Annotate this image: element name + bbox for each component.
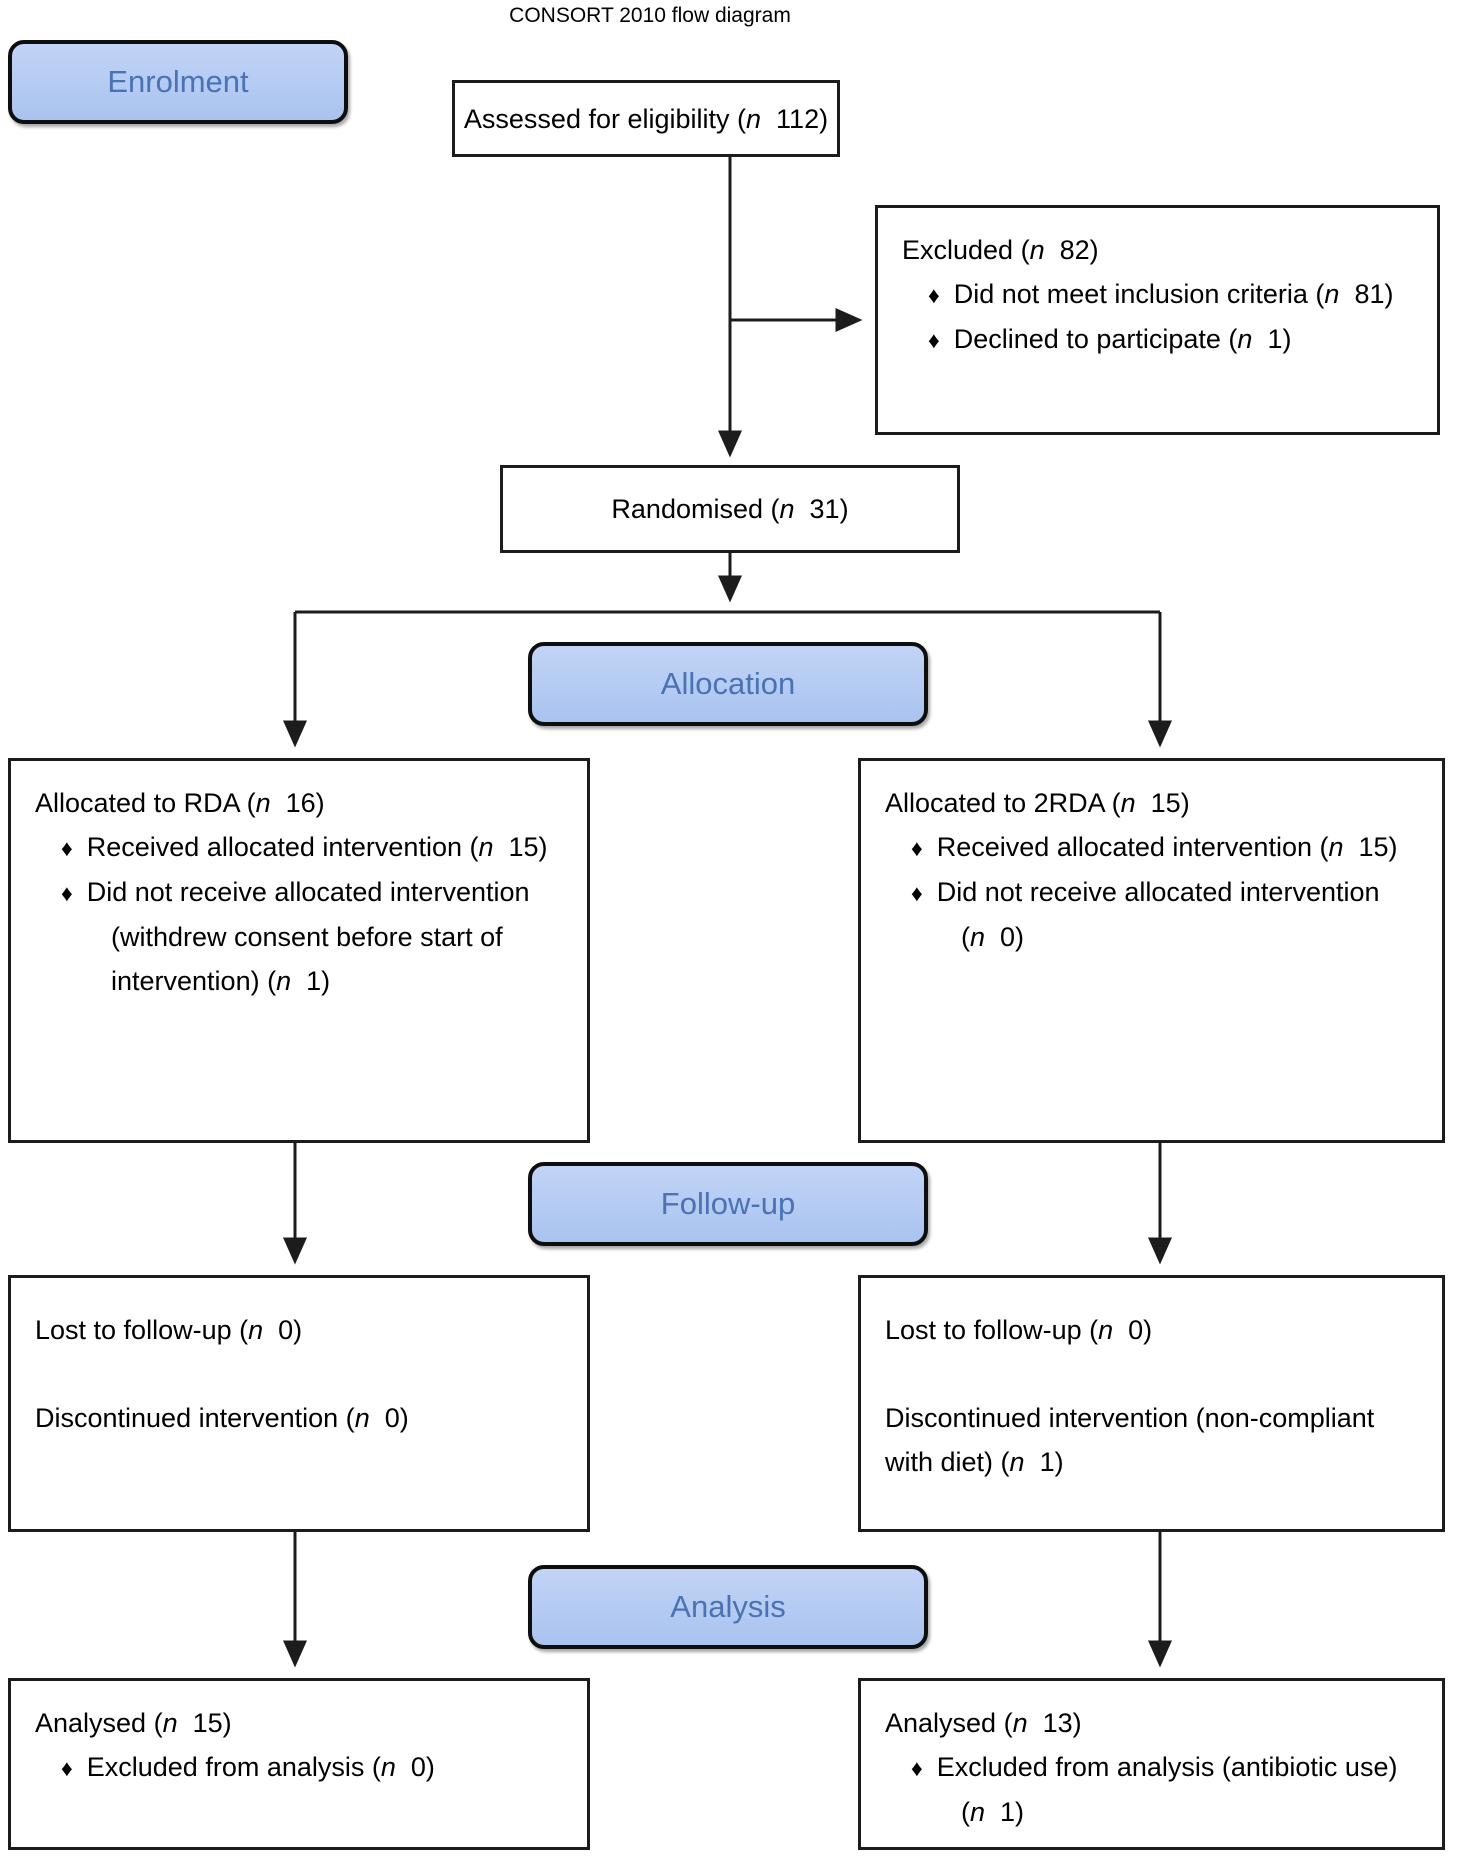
bullet-text: Did not receive allocated intervention (… <box>86 877 530 996</box>
followup-line: Lost to follow-up (n 0) <box>35 1315 303 1345</box>
followup-rda-box: Lost to follow-up (n 0) Discontinued int… <box>8 1275 590 1532</box>
stage-label-text: Allocation <box>660 666 796 701</box>
list-item: ♦ Excluded from analysis (n 0) <box>35 1745 563 1790</box>
bullet-text: Received allocated intervention (n 15) <box>86 832 548 862</box>
analysis-rda-box: Analysed (n 15) ♦ Excluded from analysis … <box>8 1678 590 1850</box>
diamond-bullet-icon: ♦ <box>928 282 940 308</box>
followup-2rda-box: Lost to follow-up (n 0) Discontinued int… <box>858 1275 1445 1532</box>
stage-label-text: Enrolment <box>107 64 249 99</box>
figure-title: CONSORT 2010 flow diagram <box>509 4 791 27</box>
followup-line: Lost to follow-up (n 0) <box>885 1315 1153 1345</box>
allocation-rda-box: Allocated to RDA (n 16) ♦ Received alloca… <box>8 758 590 1143</box>
list-item: ♦ Received allocated intervention (n 15) <box>35 825 563 870</box>
allocation-rda-title: Allocated to RDA (n 16) <box>35 788 325 818</box>
list-item: ♦ Did not receive allocated intervention … <box>35 870 563 1003</box>
analysis-2rda-box: Analysed (n 13) ♦ Excluded from analysis … <box>858 1678 1445 1850</box>
list-item: ♦ Excluded from analysis (antibiotic use)… <box>885 1745 1418 1834</box>
excluded-box: Excluded (n 82) ♦ Did not meet inclusion … <box>875 205 1440 435</box>
bullet-text: Received allocated intervention (n 15) <box>936 832 1398 862</box>
bullet-text: Did not receive allocated intervention (… <box>936 877 1380 952</box>
stage-label-enrolment: Enrolment <box>8 40 348 124</box>
allocation-2rda-title: Allocated to 2RDA (n 15) <box>885 788 1190 818</box>
diamond-bullet-icon: ♦ <box>61 835 73 861</box>
analysis-rda-title: Analysed (n 15) <box>35 1708 232 1738</box>
bullet-text: Declined to participate (n 1) <box>953 324 1292 354</box>
stage-label-allocation: Allocation <box>528 642 928 726</box>
diamond-bullet-icon: ♦ <box>911 1755 923 1781</box>
list-item: ♦ Declined to participate (n 1) <box>902 317 1413 362</box>
stage-label-followup: Follow-up <box>528 1162 928 1246</box>
bullet-text: Excluded from analysis (antibiotic use) … <box>936 1752 1398 1827</box>
stage-label-text: Analysis <box>670 1589 786 1624</box>
list-item: ♦ Received allocated intervention (n 15) <box>885 825 1418 870</box>
diamond-bullet-icon: ♦ <box>911 835 923 861</box>
excluded-title: Excluded (n 82) <box>902 235 1099 265</box>
randomised-box: Randomised (n 31) <box>500 465 960 553</box>
assessed-text: Assessed for eligibility (n 112) <box>463 103 829 134</box>
diamond-bullet-icon: ♦ <box>61 880 73 906</box>
diamond-bullet-icon: ♦ <box>928 327 940 353</box>
assessed-box: Assessed for eligibility (n 112) <box>452 80 840 157</box>
diamond-bullet-icon: ♦ <box>61 1755 73 1781</box>
stage-label-text: Follow-up <box>660 1186 796 1221</box>
bullet-text: Did not meet inclusion criteria (n 81) <box>953 279 1394 309</box>
stage-label-analysis: Analysis <box>528 1565 928 1649</box>
randomised-text: Randomised (n 31) <box>611 494 849 524</box>
list-item: ♦ Did not meet inclusion criteria (n 81) <box>902 272 1413 317</box>
followup-line: Discontinued intervention (non-compliant… <box>885 1403 1375 1477</box>
analysis-2rda-title: Analysed (n 13) <box>885 1708 1082 1738</box>
diamond-bullet-icon: ♦ <box>911 880 923 906</box>
bullet-text: Excluded from analysis (n 0) <box>86 1752 435 1782</box>
followup-line: Discontinued intervention (n 0) <box>35 1403 409 1433</box>
list-item: ♦ Did not receive allocated intervention … <box>885 870 1418 959</box>
allocation-2rda-box: Allocated to 2RDA (n 15) ♦ Received alloc… <box>858 758 1445 1143</box>
